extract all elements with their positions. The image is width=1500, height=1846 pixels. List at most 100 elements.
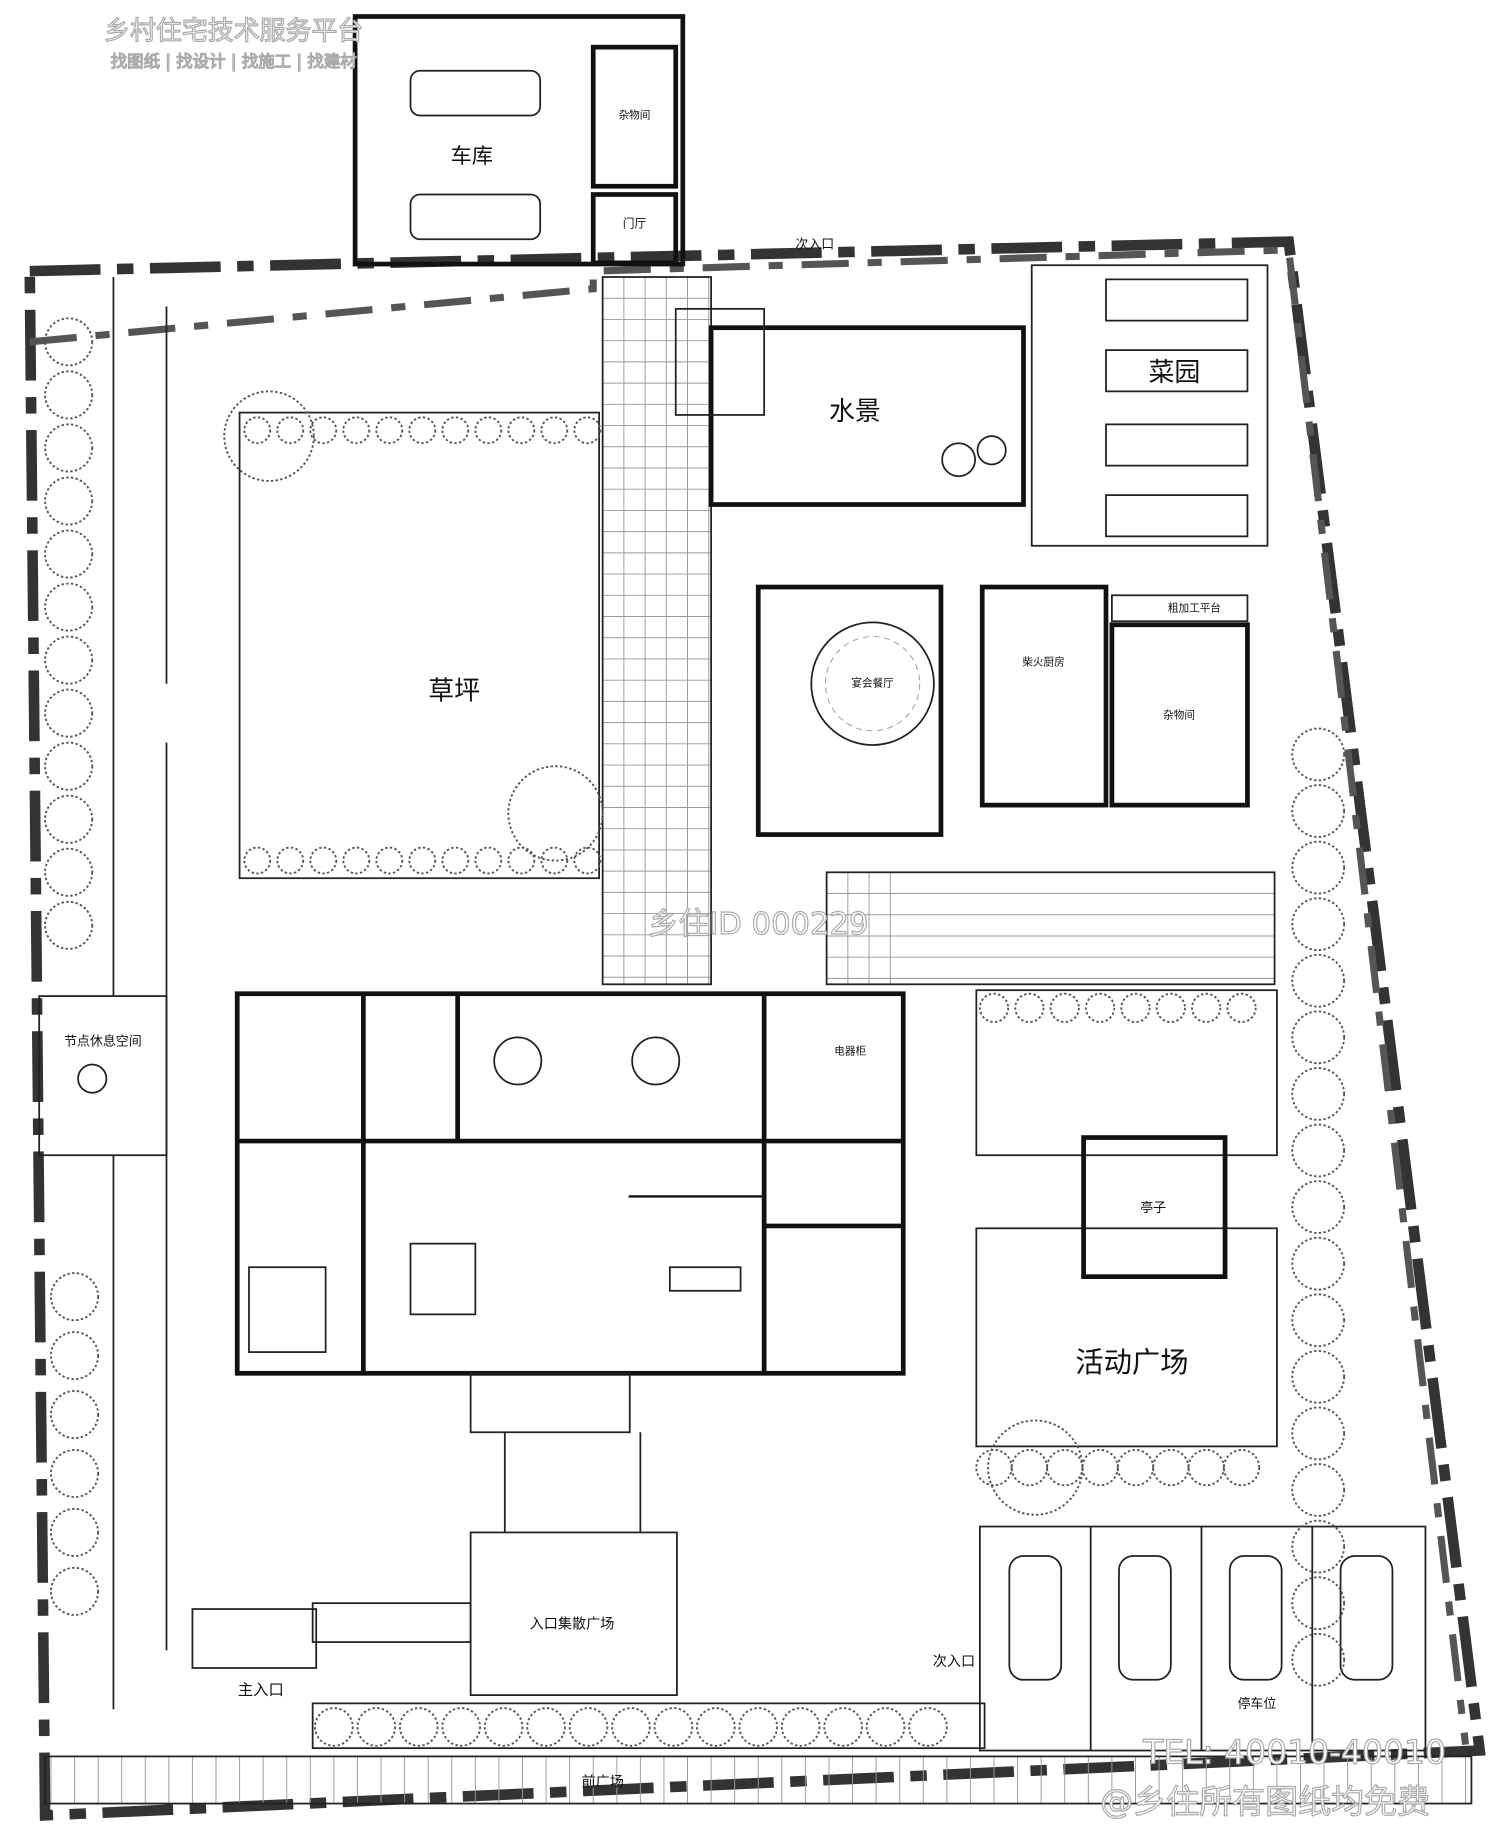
tree [1049, 992, 1080, 1023]
water-feature [708, 325, 1026, 507]
tree [44, 582, 94, 632]
tree [44, 423, 94, 473]
garden-beds [1105, 278, 1249, 538]
lawn [238, 411, 600, 880]
label-kitchen-storage: 杂物间 [1163, 709, 1195, 722]
tree [50, 1390, 100, 1440]
tree [1291, 1293, 1346, 1348]
label-garage: 车库 [451, 144, 493, 169]
tree [44, 847, 94, 897]
label-secondary-entrance-bottom: 次入口 [933, 1654, 975, 1670]
tree [342, 416, 371, 445]
tree [1226, 992, 1257, 1023]
tree [540, 846, 569, 875]
trees [44, 317, 1346, 1747]
label-appliance-cabinet: 电器柜 [834, 1044, 866, 1057]
site-boundary [24, 236, 1486, 1821]
tree [1291, 953, 1346, 1008]
garage [352, 14, 686, 267]
tree [50, 1331, 100, 1381]
tree [978, 992, 1010, 1023]
tree [44, 370, 94, 420]
tree [1291, 1406, 1346, 1461]
garage-car-1 [409, 69, 542, 117]
tree [1291, 840, 1346, 895]
tree [1222, 1448, 1261, 1487]
tree [50, 1272, 100, 1322]
parking-area [978, 1525, 1427, 1752]
rest-node-area [38, 995, 168, 1157]
pavilion [1081, 1135, 1228, 1279]
tree [1291, 1010, 1346, 1065]
label-activity-plaza: 活动广场 [1075, 1346, 1188, 1379]
tree [823, 1707, 863, 1747]
tree [1085, 992, 1116, 1023]
tree [474, 416, 503, 445]
tree [526, 1707, 566, 1747]
tree [243, 846, 272, 875]
tree [483, 1707, 524, 1747]
tree [540, 416, 569, 445]
tree [44, 900, 94, 950]
garage-foyer [590, 192, 679, 266]
parked-car [1118, 1555, 1172, 1681]
tree [342, 846, 371, 875]
tree [1155, 992, 1186, 1023]
tree [987, 1419, 1084, 1516]
tree [1014, 992, 1045, 1023]
label-garage-storage: 杂物间 [619, 109, 651, 122]
tree [1291, 1576, 1346, 1631]
firewood-kitchen [979, 584, 1109, 808]
tree [1046, 1448, 1084, 1487]
garage-car-2 [409, 193, 542, 241]
tree [1010, 1448, 1049, 1487]
label-prep-platform: 粗加工平台 [1168, 601, 1221, 614]
tree [1191, 992, 1222, 1023]
tree [44, 741, 94, 791]
tree [50, 1448, 100, 1499]
tree [507, 846, 536, 875]
tree [474, 846, 503, 875]
tree [1187, 1448, 1225, 1487]
tree [1291, 1632, 1346, 1687]
label-entrance-plaza: 入口集散广场 [530, 1615, 615, 1632]
tree [1291, 727, 1346, 782]
tree [507, 765, 604, 862]
tree [309, 416, 338, 445]
label-water-feature: 水景 [829, 397, 881, 427]
tree [573, 416, 602, 445]
parked-car [1008, 1555, 1063, 1681]
tree [314, 1707, 354, 1747]
tree [1291, 1236, 1346, 1291]
tree [375, 416, 404, 445]
tree [573, 846, 602, 875]
tree [1116, 1448, 1155, 1487]
tree [375, 846, 404, 875]
tree [44, 794, 94, 844]
front-plaza [44, 1755, 1473, 1805]
watermark-platform: 乡村住宅技术服务平台 [104, 16, 363, 46]
tree [408, 846, 437, 875]
tree [223, 390, 315, 482]
kitchen-storage-room [1109, 622, 1250, 808]
tree [507, 416, 536, 445]
tree [356, 1707, 397, 1747]
label-firewood-kitchen: 柴火厨房 [1022, 655, 1064, 668]
tree [1120, 992, 1151, 1023]
label-front-plaza: 前广场 [581, 1773, 623, 1790]
label-parking: 停车位 [1237, 1696, 1276, 1712]
tree [1291, 784, 1346, 838]
label-lawn: 草坪 [428, 676, 480, 706]
parked-car [1339, 1555, 1394, 1681]
label-banquet-hall: 宴会餐厅 [851, 677, 894, 690]
tree [908, 1707, 948, 1747]
tree [738, 1707, 779, 1747]
watermark-tel: TEL: 40010-40010 [1142, 1733, 1446, 1772]
label-rest-node: 节点休息空间 [64, 1034, 142, 1050]
paved-path [50, 276, 1467, 1804]
tree [50, 1507, 100, 1557]
tree [398, 1707, 439, 1747]
label-vegetable-garden: 菜园 [1148, 358, 1200, 388]
tree [1291, 1067, 1346, 1121]
tree [441, 846, 470, 875]
